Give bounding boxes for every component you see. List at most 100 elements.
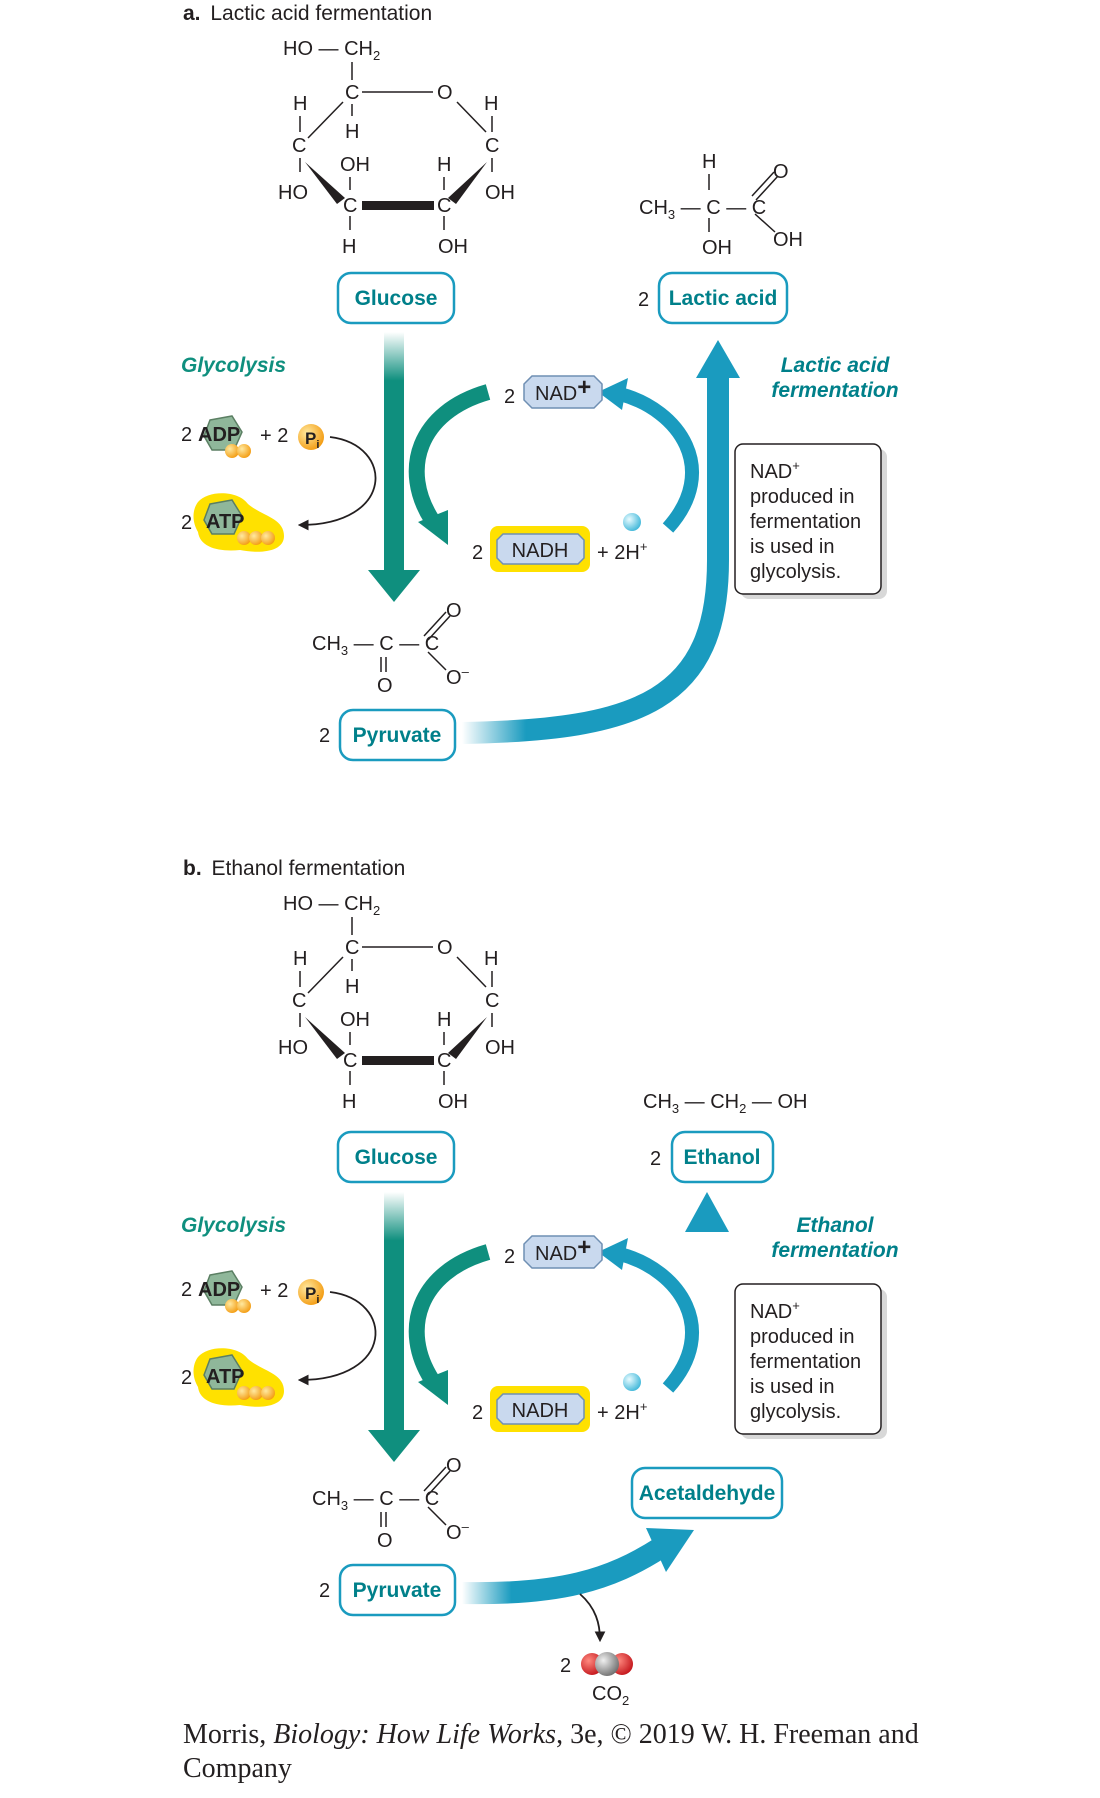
svg-text:2: 2 (638, 289, 649, 311)
panel-lactic-acid: a. Lactic acid fermentation HO — CH2 C O… (181, 2, 899, 762)
svg-text:O: O (437, 937, 453, 959)
svg-text:2: 2 (181, 1279, 192, 1301)
glycolysis-label: Glycolysis (181, 354, 286, 377)
svg-text:OH: OH (438, 1091, 468, 1113)
svg-text:glycolysis.: glycolysis. (750, 1401, 841, 1423)
svg-text:NADH: NADH (512, 1400, 569, 1422)
glycolysis-arrow-b (368, 1192, 420, 1462)
svg-text:fermentation: fermentation (750, 511, 861, 533)
svg-text:OH: OH (702, 237, 732, 259)
svg-text:HO: HO (278, 182, 308, 204)
fermentation-label-b-line1: Ethanol (797, 1214, 875, 1237)
svg-text:ADP: ADP (198, 1279, 240, 1301)
nadh-to-nad-arrow-b (618, 1247, 699, 1393)
svg-text:CH3 — C — C: CH3 — C — C (639, 197, 766, 222)
svg-text:CH3 — C — C: CH3 — C — C (312, 1488, 439, 1513)
svg-text:Pyruvate: Pyruvate (353, 724, 442, 747)
svg-text:2: 2 (319, 1580, 330, 1602)
fermentation-label-line2: fermentation (771, 379, 898, 402)
svg-text:C: C (343, 195, 357, 217)
atp-group: 2 ATP (181, 493, 284, 552)
svg-text:H: H (342, 236, 356, 258)
pyruvate-structure-b: CH3 — C — C O O O– (312, 1455, 470, 1552)
svg-text:2: 2 (472, 1402, 483, 1424)
svg-text:NAD+: NAD+ (535, 374, 591, 405)
glucose-box: Glucose (336, 271, 456, 325)
svg-text:OH: OH (485, 182, 515, 204)
svg-text:H: H (484, 948, 498, 970)
svg-text:H: H (437, 1009, 451, 1031)
ethanol-formula: CH3 — CH2 — OH (643, 1091, 807, 1116)
svg-text:C: C (437, 195, 451, 217)
svg-text:OH: OH (340, 1009, 370, 1031)
nadh-box: 2 NADH + 2H+ (472, 513, 647, 572)
svg-text:O: O (377, 675, 393, 697)
svg-text:fermentation: fermentation (750, 1351, 861, 1373)
svg-text:O–: O– (446, 664, 470, 689)
svg-text:Lactic acid: Lactic acid (669, 287, 778, 310)
pyruvate-box-b: 2 Pyruvate (319, 1563, 457, 1617)
svg-text:Pi: Pi (305, 1284, 319, 1306)
fermentation-label-line1: Lactic acid (781, 354, 891, 377)
svg-text:H: H (293, 93, 307, 115)
svg-text:2: 2 (504, 386, 515, 408)
svg-text:2: 2 (650, 1148, 661, 1170)
svg-text:C: C (345, 937, 359, 959)
pyruvate-to-acetaldehyde-arrow (461, 1538, 666, 1605)
svg-text:NAD+: NAD+ (750, 1298, 800, 1323)
panel-b-title: b. Ethanol fermentation (183, 857, 405, 880)
adp-group-b: 2 ADP + 2 Pi (181, 1270, 324, 1313)
glycolysis-label-b: Glycolysis (181, 1214, 286, 1237)
co2-molecule: 2 CO2 (560, 1652, 633, 1708)
svg-text:H: H (345, 976, 359, 998)
lactic-acid-box: 2 Lactic acid (638, 271, 789, 325)
svg-text:O: O (773, 161, 789, 183)
svg-text:C: C (345, 82, 359, 104)
svg-text:CH3 — C — C: CH3 — C — C (312, 633, 439, 658)
svg-text:O: O (437, 82, 453, 104)
svg-text:H: H (437, 154, 451, 176)
svg-text:NADH: NADH (512, 540, 569, 562)
nad-box: 2 NAD+ (504, 374, 603, 409)
svg-text:HO — CH2: HO — CH2 (283, 38, 380, 63)
svg-text:Pi: Pi (305, 429, 319, 451)
svg-text:+ 2H+: + 2H+ (597, 539, 647, 564)
figure-credit: Morris, Biology: How Life Works, 3e, © 2… (183, 1719, 919, 1784)
svg-text:NAD+: NAD+ (750, 458, 800, 483)
svg-text:2: 2 (181, 424, 192, 446)
svg-text:OH: OH (485, 1037, 515, 1059)
svg-text:2: 2 (504, 1246, 515, 1268)
svg-text:C: C (292, 135, 306, 157)
svg-text:produced in: produced in (750, 1326, 855, 1348)
ethanol-box: 2 Ethanol (650, 1130, 775, 1184)
glucose-box-b: Glucose (336, 1130, 456, 1184)
svg-text:C: C (292, 990, 306, 1012)
panel-ethanol: b. Ethanol fermentation HO — CH2 C O H C… (181, 857, 899, 1708)
svg-text:H: H (345, 121, 359, 143)
adp-group: 2 ADP + 2 Pi (181, 415, 324, 458)
acetaldehyde-box: Acetaldehyde (630, 1466, 784, 1520)
svg-text:2: 2 (319, 725, 330, 747)
pyruvate-box: 2 Pyruvate (319, 708, 457, 762)
svg-text:Ethanol: Ethanol (684, 1146, 761, 1169)
svg-text:H: H (342, 1091, 356, 1113)
atp-group-b: 2 ATP (181, 1348, 284, 1407)
glucose-structure-b: HO — CH2 C O H C H H C HO OH OH C H (278, 893, 515, 1113)
svg-text:2: 2 (181, 512, 192, 534)
svg-text:2: 2 (560, 1655, 571, 1677)
svg-text:C: C (343, 1050, 357, 1072)
nad-box-b: 2 NAD+ (504, 1234, 603, 1269)
svg-text:OH: OH (773, 229, 803, 251)
svg-text:ADP: ADP (198, 424, 240, 446)
svg-text:Glucose: Glucose (355, 1146, 438, 1169)
svg-text:Glucose: Glucose (355, 287, 438, 310)
svg-text:ATP: ATP (206, 1366, 245, 1388)
svg-text:HO — CH2: HO — CH2 (283, 893, 380, 918)
svg-text:2: 2 (181, 1367, 192, 1389)
glycolysis-arrow (368, 332, 420, 602)
svg-text:is used in: is used in (750, 1376, 835, 1398)
svg-text:Pyruvate: Pyruvate (353, 1579, 442, 1602)
svg-text:+ 2: + 2 (260, 1280, 288, 1302)
svg-text:is used in: is used in (750, 536, 835, 558)
svg-text:O: O (446, 600, 462, 622)
